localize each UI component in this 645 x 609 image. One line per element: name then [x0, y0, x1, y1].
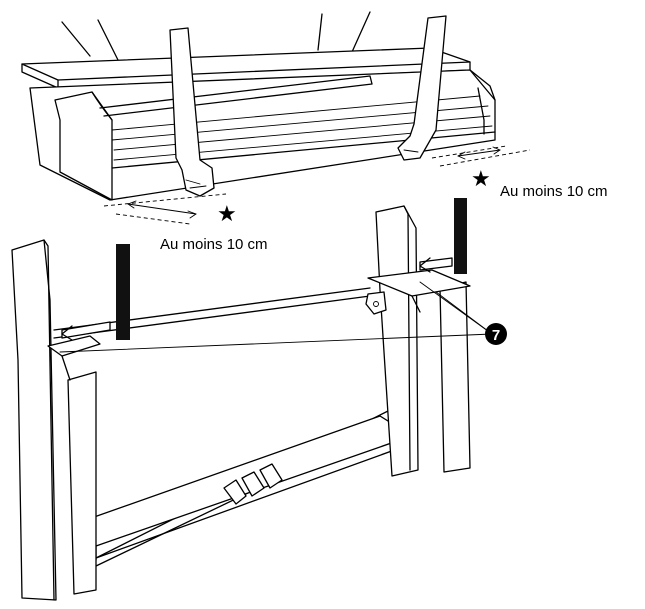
clearance-label-right: Au moins 10 cm — [500, 183, 608, 200]
star-icon-right: ★ — [471, 167, 491, 192]
step-number: 7 — [492, 327, 500, 344]
star-icon-left: ★ — [217, 202, 237, 227]
clearance-dimension-right: ★ Au moins 10 cm — [431, 145, 608, 200]
right-arm-hand — [397, 15, 447, 161]
clearance-dimension-left: ★ Au moins 10 cm — [103, 193, 268, 253]
step-callout: 7 — [59, 281, 507, 353]
left-arm-hand — [169, 27, 215, 197]
piano-main-unit — [21, 11, 496, 201]
step-badge-icon — [485, 323, 507, 345]
alignment-block-right — [419, 198, 467, 274]
alignment-block-left — [61, 244, 130, 341]
stand-frame — [11, 205, 471, 601]
clearance-label-left: Au moins 10 cm — [160, 236, 268, 253]
